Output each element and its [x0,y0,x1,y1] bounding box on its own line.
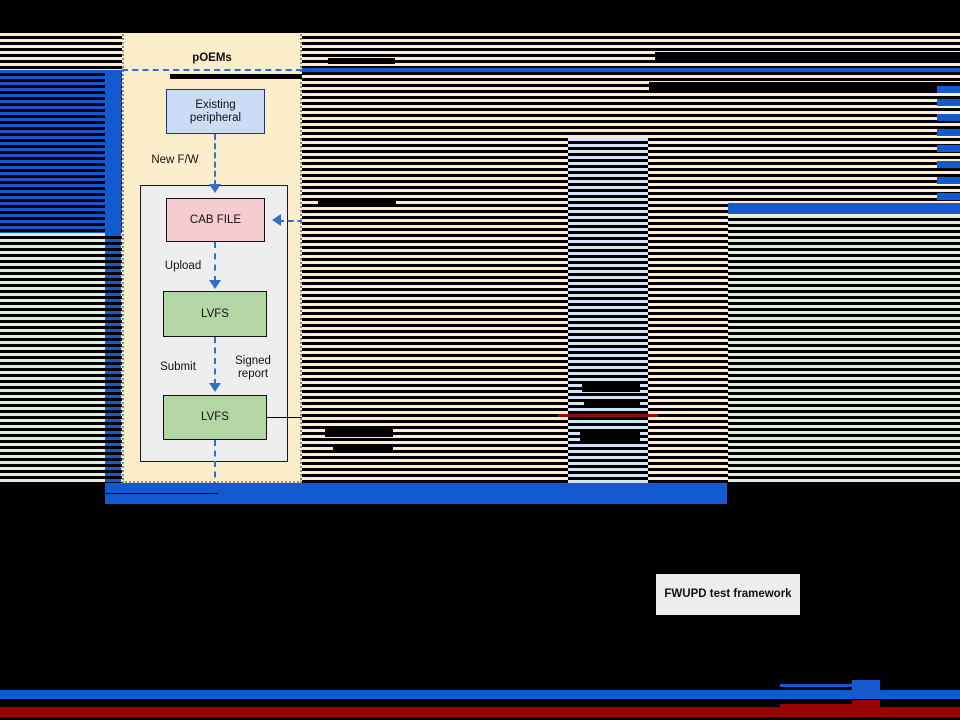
lane-google-title-line2: (ChromeOS) [696,248,764,260]
lane-plugin-developers-title-line2: Chipset Vendors [436,168,528,180]
artifact-scanlines-blue-left [0,70,122,278]
arrowhead-new-peripheral-to-cab [272,214,281,226]
node-fwupd[interactable]: FWUPD [428,394,532,441]
artifact-redacted-block-1 [655,52,960,61]
node-lvfs-lower-label: LVFS [201,411,229,423]
artifact-red-line [558,414,658,417]
artifact-blue-bar-bottom-2 [105,494,727,504]
node-cab-file-label: CAB FILE [189,213,242,226]
node-mirror-fwupd[interactable]: MIRROR FWUPD [679,395,786,440]
arrowhead-new-peripheral-to-plugin [476,278,488,287]
artifact-blue-vertical-bar [105,70,121,482]
arrowhead-lvfs-to-lvfs [209,383,221,392]
artifact-legend-red-wide [0,707,960,717]
artifact-blue-line-right-2 [937,99,960,106]
node-mirror-lvfs-label: MIRROR LVFS [693,310,772,323]
edge-new-peripheral-to-cab [278,220,430,222]
artifact-legend-blue-wide [0,690,960,699]
edge-lvfs-to-fwupd [267,417,422,418]
arrowhead-cab-to-lvfs [209,280,221,289]
artifact-legend-blue-thin [780,684,866,687]
artifact-blue-line-right-5 [937,145,960,152]
artifact-redacted-block-3 [328,58,395,64]
node-existing-peripheral-line1: Existing [195,98,236,111]
artifact-scanlines-top-left [0,33,122,70]
edge-lvfs-to-lvfs [214,337,216,385]
node-fwupd-test-framework-label: FWUPD test framework [664,588,792,600]
artifact-blue-line-right-4 [937,129,960,136]
artifact-redacted-block-2 [649,82,960,92]
node-fwupd-test-framework[interactable]: FWUPD test framework [656,574,800,615]
artifact-redacted-block-5 [325,429,393,437]
edge-label-submit-changes-line1: Submit [422,354,458,366]
edge-label-submit-changes-line2: Changes [416,367,464,379]
node-new-peripheral-label: New Peripheral [441,214,520,226]
artifact-blue-bar-bottom-3 [218,488,727,496]
edge-fwupd-to-mirror-fwupd [532,417,671,419]
edge-cab-to-lvfs [214,242,216,282]
artifact-bottom-edge-black [0,717,960,720]
lane-google-title-line1: Google [710,234,750,246]
artifact-blue-line-right-7 [937,177,960,184]
node-plugin-label: PLUGIN [459,310,503,323]
artifact-scanlines-green-left [0,233,122,483]
artifact-redacted-block-9 [580,432,640,442]
artifact-blue-band-upper-right [728,203,960,214]
artifact-redacted-block-6 [333,444,393,452]
edge-label-signed-report-line1: Signed [235,355,271,367]
artifact-top-black-band [0,0,960,33]
node-existing-peripheral-line2: peripheral [189,111,242,124]
edge-label-submit: Submit [160,361,196,373]
edge-label-upload: Upload [164,260,202,272]
edge-lvfs-lower-down [214,440,216,488]
artifact-blue-line-top [302,68,960,72]
node-lvfs-upper[interactable]: LVFS [163,291,267,337]
artifact-blue-line-right-8 [937,193,960,200]
arrowhead-lvfs-to-fwupd [420,411,429,423]
artifact-redacted-block-4 [318,201,396,207]
lane-plugin-developers-title-line1: Plugin Developers/ [430,154,534,166]
artifact-redacted-block-10 [170,74,302,79]
edge-top-dashed-blue [122,69,302,71]
artifact-blue-line-right-1 [937,86,960,93]
node-plugin[interactable]: PLUGIN [428,293,534,341]
artifact-bottom-black-fill [0,504,960,720]
artifact-redacted-block-7 [582,383,640,392]
node-lvfs-lower[interactable]: LVFS [163,395,267,440]
node-cab-file[interactable]: CAB FILE [166,198,265,242]
node-lvfs-upper-label: LVFS [201,307,229,320]
arrowhead-plugin-to-fwupd [476,379,488,388]
node-mirror-fwupd-label: MIRROR FWUPD [686,411,779,423]
artifact-blue-line-right-3 [937,114,960,121]
artifact-legend-red-thin [780,704,866,707]
node-existing-peripheral[interactable]: Existing peripheral [166,89,265,134]
edge-existing-to-cab [214,134,216,186]
node-mirror-lvfs[interactable]: MIRROR LVFS [679,294,786,340]
edge-label-signed-report-line2: report [237,368,269,380]
node-new-peripheral[interactable]: New Peripheral [430,205,531,236]
edge-label-new-fw: New F/W [151,154,199,166]
edge-label-fwupd-code-change-line2: code change [423,254,475,264]
artifact-redacted-block-8 [584,399,640,408]
arrowhead-existing-to-cab [209,184,221,193]
arrowhead-fwupd-to-mirror-fwupd [669,411,678,423]
edge-plugin-to-fwupd [481,341,483,381]
artifact-blue-line-right-6 [937,161,960,168]
node-fwupd-label: FWUPD [458,411,502,423]
artifact-legend-black-gap [0,699,960,703]
artifact-scanlines-green-right [814,215,960,483]
lane-poems-title: pOEMs [192,52,232,64]
edge-label-fwupd-code-change-line1: fwupd [436,243,462,253]
